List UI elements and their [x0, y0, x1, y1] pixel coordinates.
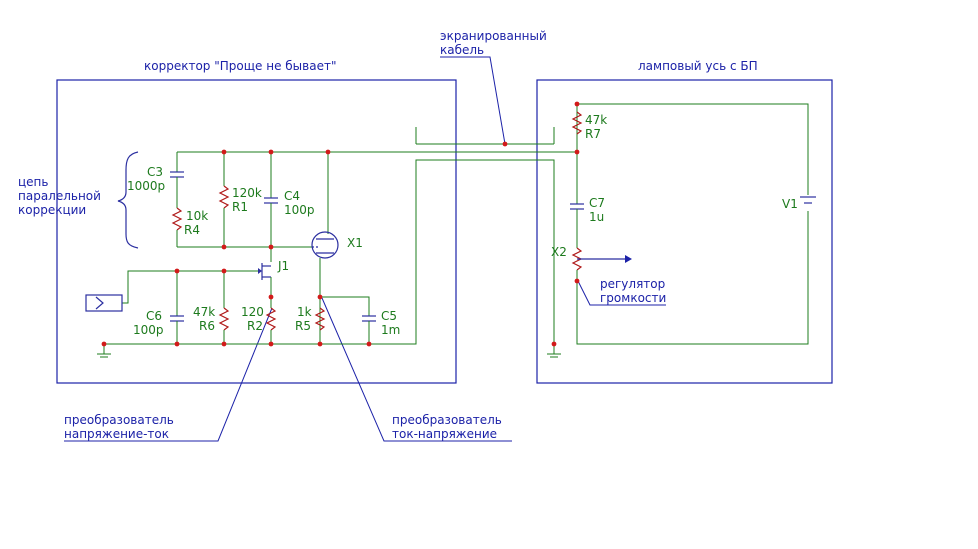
- resistor-R2: [265, 307, 277, 331]
- R6-value: 47k: [193, 305, 215, 319]
- volume-label-line2: громкости: [600, 291, 666, 305]
- cable-label-line2: кабель: [440, 43, 484, 57]
- R5-name: R5: [295, 319, 311, 333]
- amplifier-title: ламповый усь с БП: [638, 59, 758, 73]
- input-connector: [85, 294, 123, 312]
- J1-name: J1: [277, 259, 289, 273]
- C5-name: C5: [381, 309, 397, 323]
- volume-leader: [577, 280, 666, 306]
- corrector-title: корректор "Проще не бывает": [144, 59, 336, 73]
- C6-value: 100p: [133, 323, 164, 337]
- resistor-R4: [171, 207, 183, 231]
- C7-name: C7: [589, 196, 605, 210]
- C4-value: 100p: [284, 203, 315, 217]
- X2-name: X2: [551, 245, 567, 259]
- C5-value: 1m: [381, 323, 400, 337]
- R6-name: R6: [199, 319, 215, 333]
- C4-name: C4: [284, 189, 300, 203]
- C3-name: C3: [147, 165, 163, 179]
- vi-label-line2: напряжение-ток: [64, 427, 169, 441]
- R1-value: 120k: [232, 186, 262, 200]
- cable-label-line1: экранированный: [440, 29, 547, 43]
- iv-leader: [321, 297, 512, 442]
- junction-dots: [101, 101, 580, 347]
- C7-value: 1u: [589, 210, 604, 224]
- R2-value: 120: [241, 305, 264, 319]
- tube-X1: [311, 231, 339, 259]
- C3-value: 1000p: [127, 179, 165, 193]
- supply-wire: [576, 103, 809, 195]
- C6-name: C6: [146, 309, 162, 323]
- R7-value: 47k: [585, 113, 607, 127]
- jfet-J1: [258, 268, 262, 274]
- R4-name: R4: [184, 223, 200, 237]
- resistor-R6: [218, 307, 230, 331]
- R2-name: R2: [247, 319, 263, 333]
- chain-brace: [117, 151, 139, 249]
- iv-label-line2: ток-напряжение: [392, 427, 497, 441]
- R7-name: R7: [585, 127, 601, 141]
- resistor-R7: [571, 111, 583, 135]
- iv-label-line1: преобразователь: [392, 413, 502, 427]
- vi-leader: [64, 307, 273, 442]
- input-wire: [122, 270, 258, 304]
- X1-name: X1: [347, 236, 363, 250]
- R4-value: 10k: [186, 209, 208, 223]
- chain-label-line3: коррекции: [18, 203, 86, 217]
- volume-label-line1: регулятор: [600, 277, 665, 291]
- chain-label-line1: цепь: [18, 175, 48, 189]
- V1-name: V1: [782, 197, 798, 211]
- resistor-R5: [314, 307, 326, 331]
- cable-leader: [440, 56, 506, 145]
- vi-label-line1: преобразователь: [64, 413, 174, 427]
- R5-value: 1k: [297, 305, 312, 319]
- resistor-R1: [218, 185, 230, 209]
- corrector-frame: [56, 79, 457, 384]
- chain-label-line2: паралельной: [18, 189, 101, 203]
- ground-wire: [104, 159, 555, 345]
- amplifier-frame: [536, 79, 833, 384]
- R1-name: R1: [232, 200, 248, 214]
